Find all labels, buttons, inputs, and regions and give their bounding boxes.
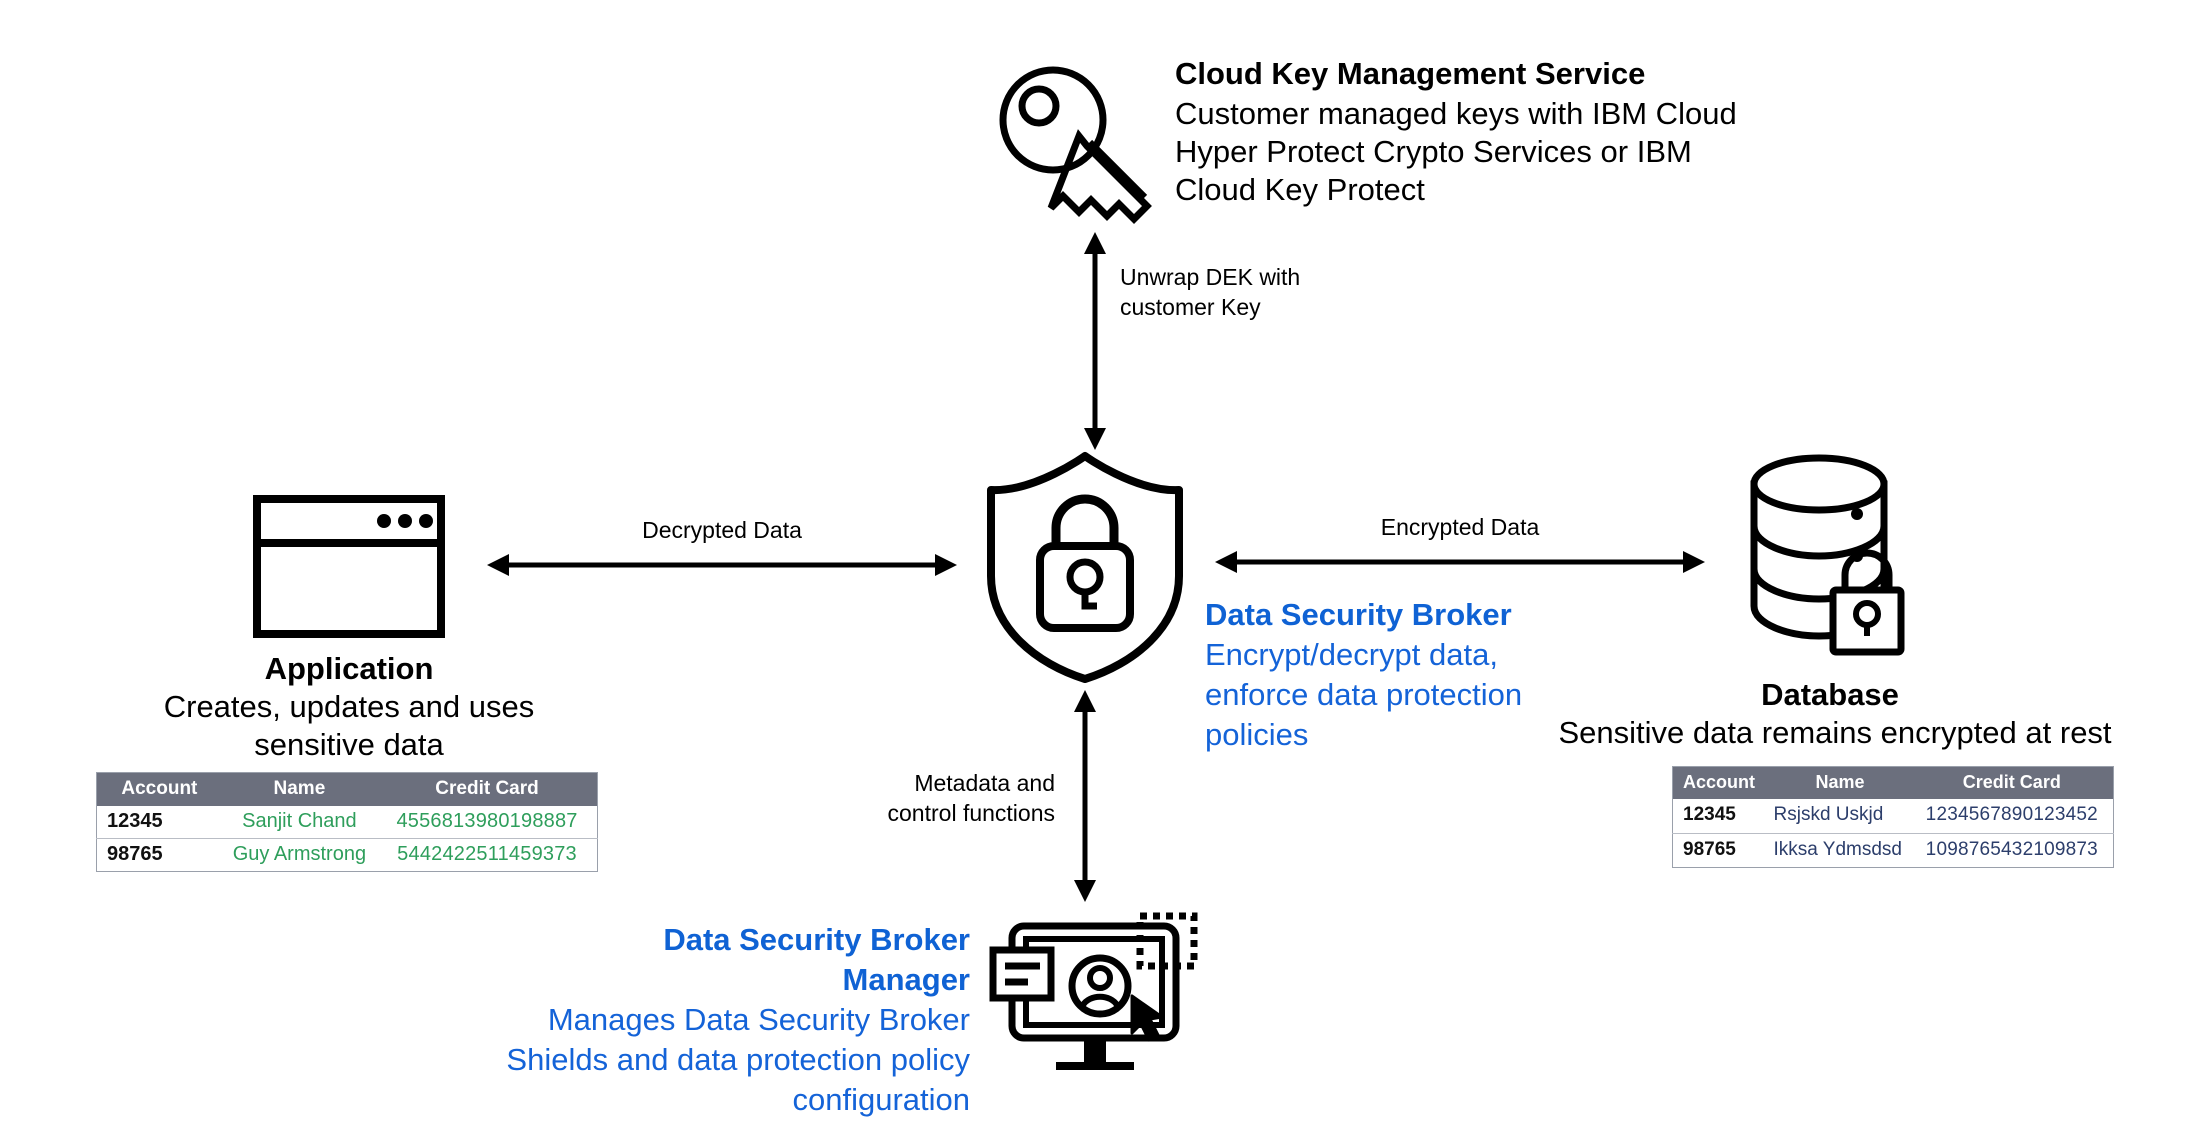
table-cell-name: Ikksa Ydmsdsd <box>1769 832 1911 867</box>
table-cell-account: 98765 <box>96 838 222 872</box>
table-header-row: Account Name Credit Card <box>1672 766 2114 799</box>
connector-app-broker-label: Decrypted Data <box>642 517 802 543</box>
broker-description-line: Encrypt/decrypt data, <box>1205 637 1498 672</box>
manager-title: Data Security Broker Manager <box>600 920 970 1000</box>
table-header-cell: Credit Card <box>1910 766 2114 799</box>
table-row: 98765 Ikksa Ydmsdsd 1098765432109873 <box>1672 832 2114 867</box>
monitor-user-config-icon <box>989 898 1210 1098</box>
kms-description-line: Customer managed keys with IBM Cloud <box>1175 96 1737 131</box>
table-header-cell: Credit Card <box>377 772 598 806</box>
kms-description: Customer managed keys with IBM Cloud Hyp… <box>1175 95 1815 209</box>
application-title: Application <box>264 651 434 686</box>
table-cell-name: Guy Armstrong <box>221 838 378 872</box>
connector-kms-broker-label: Unwrap DEK with customer Key <box>1120 262 1420 322</box>
table-header-cell: Account <box>1672 766 1770 799</box>
kms-title: Cloud Key Management Service <box>1175 56 1646 91</box>
application-description-line: Creates, updates and uses <box>163 689 535 724</box>
application-description-line: sensitive data <box>254 727 444 762</box>
connector-label-line: control functions <box>887 800 1055 826</box>
kms-description-line: Cloud Key Protect <box>1175 172 1425 207</box>
shield-lock-icon <box>985 450 1185 685</box>
key-icon <box>995 62 1165 224</box>
manager-description-line: Shields and data protection policy <box>506 1042 970 1077</box>
connector-label-line: customer Key <box>1120 294 1261 320</box>
table-cell-card: 4556813980198887 <box>377 806 598 839</box>
application-description: Creates, updates and uses sensitive data <box>129 688 569 764</box>
broker-description-line: enforce data protection <box>1205 677 1523 712</box>
kms-description-line: Hyper Protect Crypto Services or IBM <box>1175 134 1692 169</box>
connector-kms-broker <box>1075 232 1115 450</box>
manager-description-line: configuration <box>792 1082 970 1117</box>
database-title: Database <box>1761 677 1899 712</box>
connector-app-broker <box>487 545 957 585</box>
table-row: 98765 Guy Armstrong 5442422511459373 <box>96 838 598 872</box>
manager-description-line: Manages Data Security Broker <box>547 1002 970 1037</box>
connector-broker-db <box>1215 542 1705 582</box>
table-header-cell: Name <box>1769 766 1911 799</box>
manager-title-line: Data Security Broker <box>663 922 970 957</box>
table-header-cell: Account <box>96 772 222 806</box>
table-cell-name: Sanjit Chand <box>221 806 378 839</box>
browser-window-icon <box>253 495 445 638</box>
database-data-table: Account Name Credit Card 12345 Rsjskd Us… <box>1672 766 2114 868</box>
application-data-table: Account Name Credit Card 12345 Sanjit Ch… <box>96 772 598 872</box>
table-cell-name: Rsjskd Uskjd <box>1769 799 1911 833</box>
manager-description: Manages Data Security Broker Shields and… <box>470 1000 970 1120</box>
database-lock-icon <box>1740 452 1920 662</box>
table-header-cell: Name <box>221 772 378 806</box>
table-cell-account: 98765 <box>1672 832 1770 867</box>
connector-label-line: Unwrap DEK with <box>1120 264 1301 290</box>
connector-manager-broker-label: Metadata and control functions <box>855 768 1055 828</box>
table-cell-account: 12345 <box>1672 799 1770 833</box>
table-row: 12345 Rsjskd Uskjd 1234567890123452 <box>1672 799 2114 833</box>
connector-manager-broker <box>1065 690 1105 902</box>
manager-title-line: Manager <box>842 962 970 997</box>
broker-title: Data Security Broker <box>1205 597 1512 632</box>
table-cell-card: 5442422511459373 <box>377 838 598 872</box>
table-header-row: Account Name Credit Card <box>96 772 598 806</box>
connector-label-line: Metadata and <box>914 770 1055 796</box>
table-cell-card: 1098765432109873 <box>1910 832 2114 867</box>
table-cell-card: 1234567890123452 <box>1910 799 2114 833</box>
database-description: Sensitive data remains encrypted at rest <box>1558 715 2112 750</box>
table-row: 12345 Sanjit Chand 4556813980198887 <box>96 806 598 839</box>
broker-description: Encrypt/decrypt data, enforce data prote… <box>1205 635 1555 755</box>
table-cell-account: 12345 <box>96 806 222 839</box>
connector-broker-db-label: Encrypted Data <box>1380 514 1540 540</box>
broker-description-line: policies <box>1205 717 1309 752</box>
